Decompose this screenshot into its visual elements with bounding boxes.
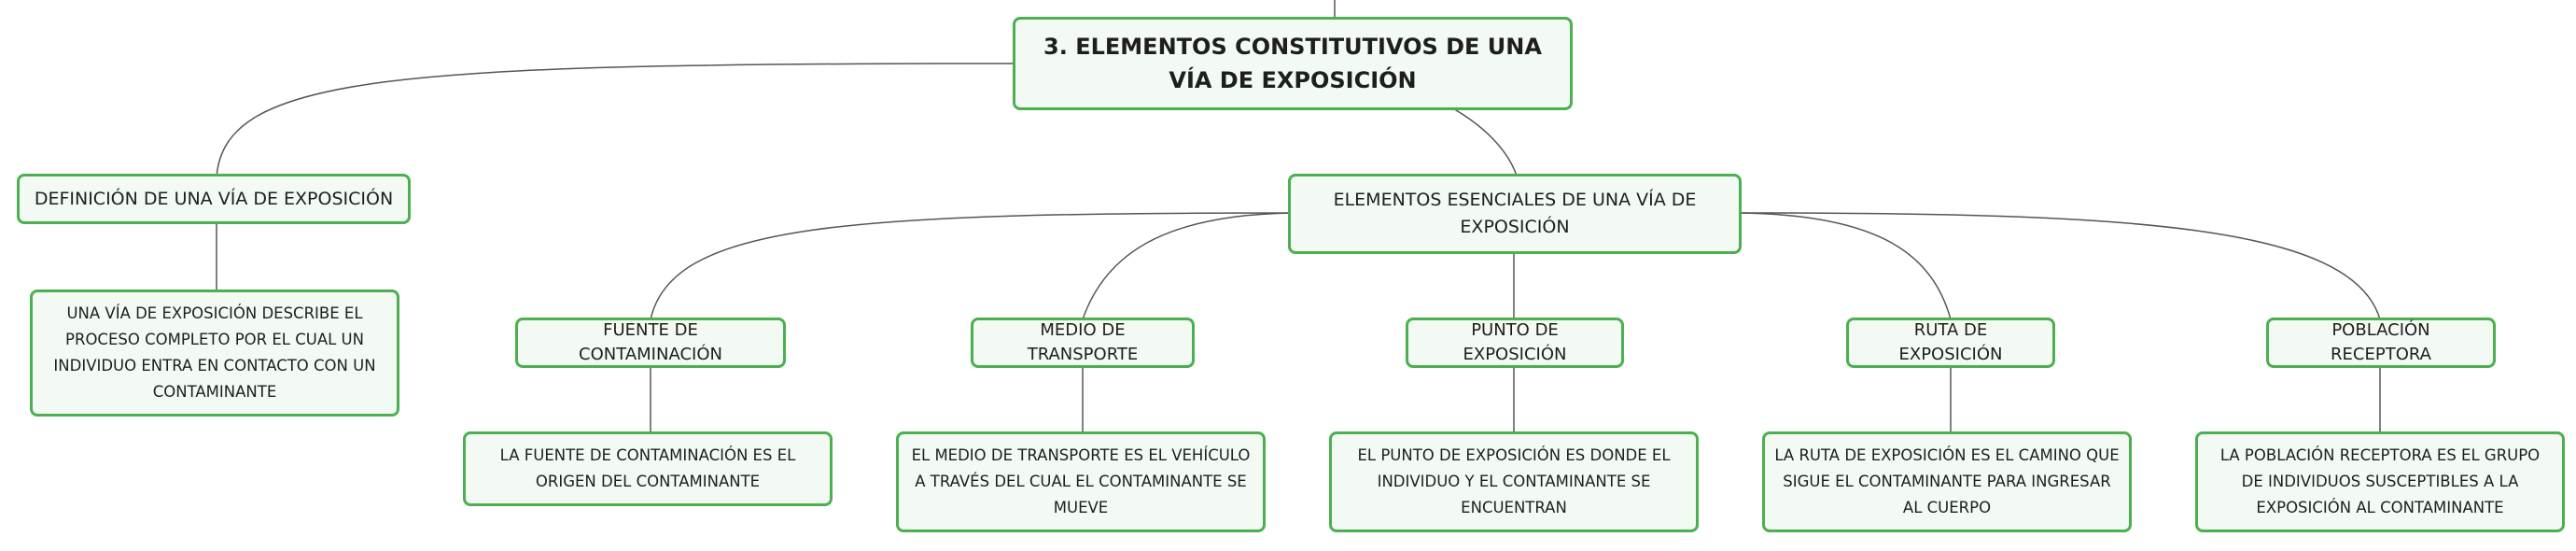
subtopic-punto-exposicion[interactable]: PUNTO DE EXPOSICIÓN xyxy=(1406,318,1624,368)
detail-ruta-text: LA RUTA DE EXPOSICIÓN ES EL CAMINO QUE S… xyxy=(1774,446,2120,516)
connector-elementos-poblacion xyxy=(1740,212,2381,320)
subtopic-punto-label: PUNTO DE EXPOSICIÓN xyxy=(1463,320,1567,364)
root-title: 3. ELEMENTOS CONSTITUTIVOS DE UNA VÍA DE… xyxy=(1043,34,1542,93)
root-topic[interactable]: 3. ELEMENTOS CONSTITUTIVOS DE UNA VÍA DE… xyxy=(1013,17,1573,110)
connector-elementos-medio xyxy=(1082,212,1294,320)
detail-poblacion-text: LA POBLACIÓN RECEPTORA ES EL GRUPO DE IN… xyxy=(2219,446,2541,516)
detail-medio-transporte: EL MEDIO DE TRANSPORTE ES EL VEHÍCULO A … xyxy=(896,431,1266,532)
detail-definicion: UNA VÍA DE EXPOSICIÓN DESCRIBE EL PROCES… xyxy=(30,290,399,417)
detail-fuente-contaminacion: LA FUENTE DE CONTAMINACIÓN ES EL ORIGEN … xyxy=(463,431,833,506)
subtopic-fuente-label: FUENTE DE CONTAMINACIÓN xyxy=(579,320,722,364)
detail-medio-text: EL MEDIO DE TRANSPORTE ES EL VEHÍCULO A … xyxy=(911,446,1251,516)
connector-elementos-ruta xyxy=(1740,212,1952,320)
subtopic-medio-label: MEDIO DE TRANSPORTE xyxy=(1027,320,1139,364)
detail-definicion-text: UNA VÍA DE EXPOSICIÓN DESCRIBE EL PROCES… xyxy=(53,304,376,401)
detail-fuente-text: LA FUENTE DE CONTAMINACIÓN ES EL ORIGEN … xyxy=(499,446,796,490)
connector-elementos-fuente xyxy=(650,212,1294,320)
topic-definicion[interactable]: DEFINICIÓN DE UNA VÍA DE EXPOSICIÓN xyxy=(17,174,411,224)
connector-root-definicion xyxy=(216,63,1014,178)
subtopic-poblacion-receptora[interactable]: POBLACIÓN RECEPTORA xyxy=(2266,318,2496,368)
detail-poblacion-receptora: LA POBLACIÓN RECEPTORA ES EL GRUPO DE IN… xyxy=(2195,431,2565,532)
subtopic-poblacion-label: POBLACIÓN RECEPTORA xyxy=(2331,320,2431,364)
subtopic-ruta-exposicion[interactable]: RUTA DE EXPOSICIÓN xyxy=(1846,318,2055,368)
topic-elementos-esenciales[interactable]: ELEMENTOS ESENCIALES DE UNA VÍA DE EXPOS… xyxy=(1288,174,1742,254)
topic-elementos-label: ELEMENTOS ESENCIALES DE UNA VÍA DE EXPOS… xyxy=(1333,190,1697,237)
topic-definicion-label: DEFINICIÓN DE UNA VÍA DE EXPOSICIÓN xyxy=(34,188,394,209)
detail-punto-text: EL PUNTO DE EXPOSICIÓN ES DONDE EL INDIV… xyxy=(1357,446,1671,516)
connector-root-elementos xyxy=(1450,106,1518,177)
subtopic-fuente-contaminacion[interactable]: FUENTE DE CONTAMINACIÓN xyxy=(515,318,786,368)
detail-punto-exposicion: EL PUNTO DE EXPOSICIÓN ES DONDE EL INDIV… xyxy=(1329,431,1699,532)
detail-ruta-exposicion: LA RUTA DE EXPOSICIÓN ES EL CAMINO QUE S… xyxy=(1762,431,2132,532)
subtopic-ruta-label: RUTA DE EXPOSICIÓN xyxy=(1898,320,2003,364)
subtopic-medio-transporte[interactable]: MEDIO DE TRANSPORTE xyxy=(971,318,1195,368)
